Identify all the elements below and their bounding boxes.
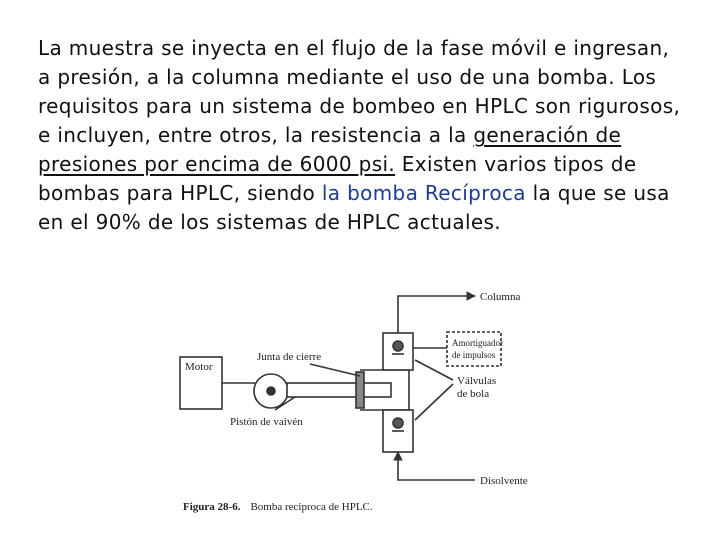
pulse-damper: [446, 331, 502, 367]
label-valves-1: Válvulas: [457, 375, 496, 387]
outlet-line: [397, 291, 476, 333]
piston-rod: [286, 382, 392, 398]
label-motor: Motor: [185, 361, 213, 373]
piston-seal: [355, 371, 365, 409]
label-damper-1: Amortiguador: [452, 338, 503, 348]
label-piston: Pistón de vaivén: [230, 416, 303, 428]
label-damper-2: de impulsos: [452, 350, 496, 360]
paragraph-part-2: Existen varios tipos de bombas para HPLC…: [38, 152, 637, 205]
lower-ball-valve: [392, 417, 404, 429]
inlet-line: [393, 451, 475, 481]
pressure-requirement-underlined: generación de presiones por encima de 60…: [38, 123, 622, 176]
caption-text: Bomba recíproca de HPLC.: [250, 501, 372, 513]
caption-number: Figura 28-6.: [183, 501, 241, 513]
label-solvent: Disolvente: [480, 475, 528, 487]
paragraph-part-1: La muestra se inyecta en el flujo de la …: [38, 36, 681, 147]
body-paragraph: La muestra se inyecta en el flujo de la …: [38, 34, 688, 237]
pump-diagram: Columna Amortiguador de impulsos Motor J…: [179, 291, 528, 513]
paragraph-part-3: la que se usa en el 90% de los sistemas …: [38, 181, 670, 234]
cam-hub: [266, 386, 276, 396]
upper-ball-valve: [392, 340, 404, 352]
reciprocating-pump-highlight: la bomba Recíproca: [321, 181, 526, 205]
figure-caption: Figura 28-6. Bomba recíproca de HPLC.: [183, 501, 373, 513]
label-column: Columna: [480, 291, 520, 303]
label-valves-2: de bola: [457, 388, 489, 400]
label-seal: Junta de cierre: [257, 351, 321, 363]
